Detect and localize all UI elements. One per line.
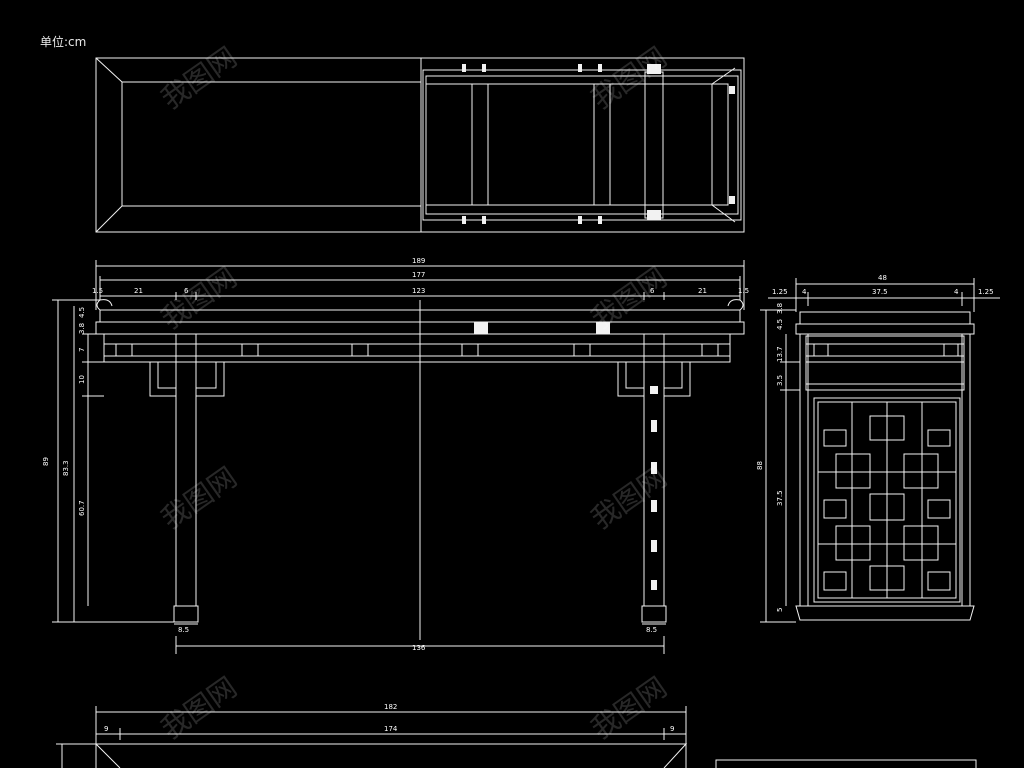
dim-front-h6: 4.5	[78, 307, 86, 318]
spandrel-right	[617, 362, 691, 397]
dim-side-h4: 4.5	[776, 319, 784, 330]
dim-front-foot-left: 8.5	[178, 626, 189, 634]
dim-front-rail-right: 6	[650, 287, 655, 295]
spandrel-left	[149, 362, 225, 397]
dim-front-end-right: 21	[698, 287, 707, 295]
dim-bottom-end-left: 9	[104, 725, 108, 733]
foot-right	[641, 605, 667, 623]
side-leg-right	[961, 333, 971, 607]
dim-front-rail-left: 6	[184, 287, 189, 295]
dim-side-total-height: 88	[756, 461, 764, 470]
dim-bottom-overall: 182	[384, 703, 397, 711]
dim-side-inner: 37.5	[872, 288, 888, 296]
foot-left	[173, 605, 199, 623]
bottom-side-board	[715, 759, 977, 768]
plan-leg-rail	[644, 71, 664, 219]
watermark-6: 我图网	[585, 461, 673, 536]
side-apron	[805, 335, 965, 363]
dim-side-edge-left: 1.25	[772, 288, 788, 296]
dim-front-overall: 189	[412, 257, 425, 265]
dim-front-inner: 177	[412, 271, 425, 279]
dim-side-h6: 5	[776, 608, 784, 612]
dim-bottom-end-right: 9	[670, 725, 674, 733]
dim-front-end-left: 21	[134, 287, 143, 295]
everted-end-left	[96, 299, 113, 311]
plan-top-panel	[121, 81, 422, 207]
dim-side-h5: 3.8	[776, 303, 784, 314]
side-panel-upper	[805, 361, 965, 391]
dim-side-leg-left: 4	[802, 288, 807, 296]
side-leg-left	[799, 333, 809, 607]
everted-end-right	[727, 299, 744, 311]
dim-front-h1: 83.3	[62, 460, 70, 476]
dim-front-h5: 3.8	[78, 323, 86, 334]
plan-outline	[95, 57, 745, 233]
dim-side-h1: 37.5	[776, 490, 784, 506]
dim-side-leg-right: 4	[954, 288, 959, 296]
plan-frame	[422, 69, 742, 221]
front-elevation: 189 177 123 21 21 6 6 1.5 1.5 89 83.3 60…	[42, 257, 749, 654]
watermark-4: 我图网	[585, 261, 673, 336]
dim-front-h2: 60.7	[78, 500, 86, 516]
front-apron	[103, 333, 731, 363]
dim-front-edge-right: 1.5	[738, 287, 749, 295]
watermark-5: 我图网	[155, 461, 243, 536]
unit-label: 单位:cm	[40, 35, 87, 49]
dim-front-center: 123	[412, 287, 425, 295]
side-base	[795, 605, 975, 621]
watermarks: 我图网 我图网 我图网 我图网 我图网 我图网 我图网 我图网	[155, 41, 673, 746]
lattice-pattern	[818, 402, 956, 598]
dim-front-leg-span: 136	[412, 644, 426, 652]
dim-front-h4: 7	[78, 348, 86, 352]
watermark-2: 我图网	[585, 41, 673, 116]
bottom-top-board	[95, 743, 688, 768]
leg-left	[175, 333, 197, 607]
dim-side-edge-right: 1.25	[978, 288, 994, 296]
dim-bottom-inner: 174	[384, 725, 398, 733]
side-tabletop	[799, 311, 971, 325]
dim-front-total-height: 89	[42, 457, 50, 466]
side-elevation: 48 37.5 1.25 1.25 4 4 88 37.5 13.7 3.5 4…	[756, 274, 1000, 623]
plan-view	[95, 57, 745, 233]
dim-side-overall: 48	[878, 274, 887, 282]
dim-side-h2: 13.7	[776, 346, 784, 362]
lattice-panel	[813, 397, 961, 603]
dim-front-h3: 10	[78, 375, 86, 384]
apron-spacers	[115, 343, 719, 357]
bottom-view: 182 174 9 9	[56, 703, 977, 768]
watermark-1: 我图网	[155, 41, 243, 116]
dim-side-h3: 3.5	[776, 375, 784, 386]
plan-stretcher	[471, 83, 489, 206]
dim-front-foot-right: 8.5	[646, 626, 657, 634]
watermark-3: 我图网	[155, 261, 243, 336]
dim-front-edge-left: 1.5	[92, 287, 103, 295]
